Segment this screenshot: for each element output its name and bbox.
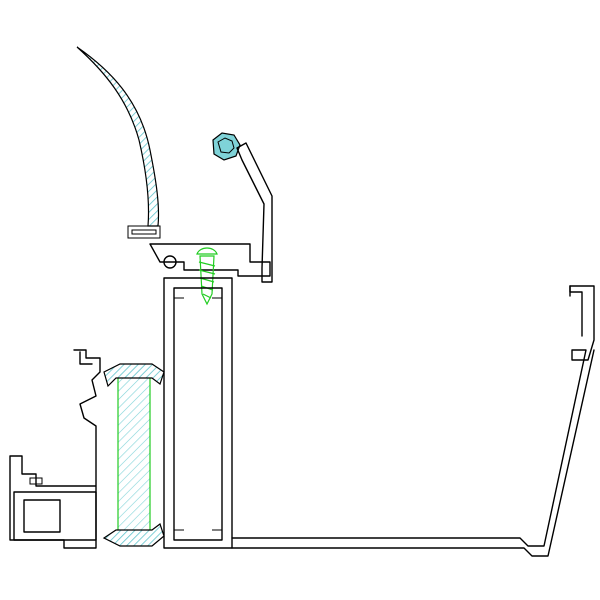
left-frame-profile (9, 349, 101, 549)
central-mullion (163, 277, 233, 549)
bottom-gutter-channel (231, 285, 595, 557)
curved-seal-blade (76, 46, 161, 239)
cover-cap-bracket (149, 142, 273, 283)
hex-gasket (212, 132, 241, 161)
insulation-panel (102, 363, 165, 547)
screw (196, 247, 218, 306)
